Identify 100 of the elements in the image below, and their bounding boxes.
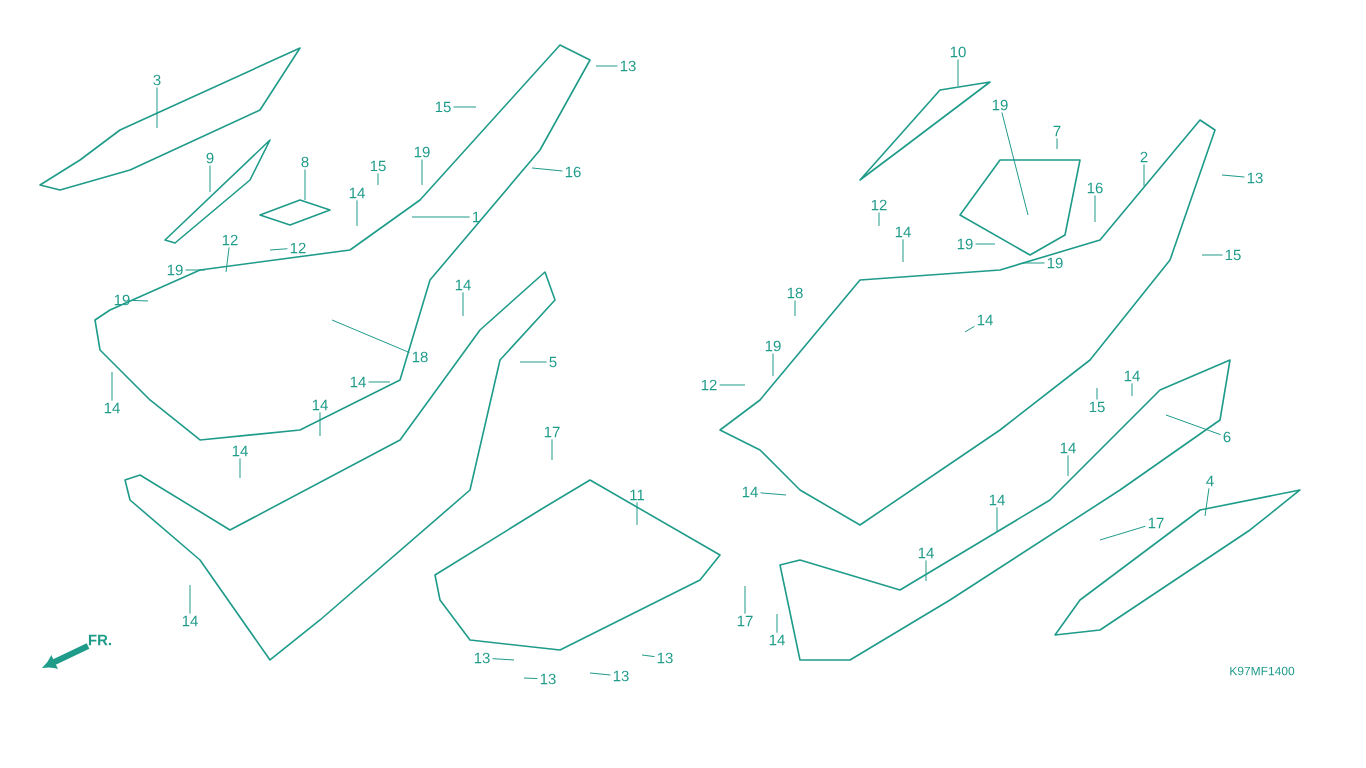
callout-number: 8 [301,156,309,168]
leader-line [744,585,746,615]
leader-line [641,654,655,658]
callout-number: 12 [290,242,306,254]
leader-line [1165,414,1222,436]
callout-number: 13 [540,673,556,685]
callout-number: 12 [871,199,887,211]
leader-line [636,501,638,526]
leader-line [185,269,206,271]
leader-line [957,59,959,87]
callout-number: 14 [1060,442,1076,454]
leader-line [589,672,611,676]
leader-line [319,411,321,437]
callout-number: 19 [992,99,1008,111]
leader-line [421,159,423,186]
leader-line [1201,254,1223,256]
leader-line [551,438,553,461]
callout-number: 14 [895,226,911,238]
drawing-code: K97MF1400 [1230,666,1295,676]
callout-number: 17 [737,615,753,627]
callout-number: 13 [613,670,629,682]
leader-line [964,325,975,333]
leader-line [531,167,563,172]
leader-line [331,319,410,354]
callout-number: 14 [989,494,1005,506]
callout-number: 13 [474,652,490,664]
leader-line [519,361,548,363]
leader-line [269,248,288,251]
callout-number: 19 [1047,257,1063,269]
callout-number: 14 [769,634,785,646]
callout-number: 1 [473,211,480,223]
leader-line [368,381,391,383]
callout-number: 19 [114,294,130,306]
leader-line [189,584,191,615]
leader-line [794,300,796,317]
leader-line [902,238,904,263]
leader-line [1099,525,1146,541]
callout-number: 15 [1225,249,1241,261]
callout-number: 18 [412,351,428,363]
callout-number: 15 [1089,401,1105,413]
callout-number: 13 [620,60,636,72]
callout-number: 14 [312,399,328,411]
callout-number: 14 [742,486,758,498]
callout-number: 9 [206,152,214,164]
leader-line [377,172,379,186]
callout-number: 14 [232,445,248,457]
callout-number: 11 [630,489,645,501]
leader-line [1094,195,1096,223]
callout-number: 17 [544,426,560,438]
leader-line [111,371,113,402]
callout-number: 14 [977,314,993,326]
leader-line [776,613,778,634]
leader-line [772,353,774,377]
leader-line [356,199,358,227]
leader-line [760,492,787,496]
leader-line [411,216,471,218]
callout-number: 19 [414,146,430,158]
leader-line [453,106,477,108]
leader-line [1056,137,1058,150]
callout-number: 12 [222,234,238,246]
leader-line [1001,112,1029,216]
callout-number: 15 [435,101,451,113]
leader-line [719,384,746,386]
leader-line [1096,387,1098,401]
leader-line [462,291,464,317]
callout-number: 14 [349,187,365,199]
leader-line [925,559,927,582]
callout-number: 13 [657,652,673,664]
callout-number: 4 [1206,475,1214,487]
callout-number: 2 [1140,151,1148,163]
leader-line [1204,487,1210,517]
callout-number: 19 [167,264,183,276]
leader-line [1131,382,1133,397]
direction-label: FR. [88,634,112,646]
callout-number: 17 [1148,517,1164,529]
callout-number: 14 [104,402,120,414]
callout-number: 14 [1124,370,1140,382]
callout-number: 13 [1247,172,1263,184]
callout-number: 16 [1087,182,1103,194]
leader-line [1221,174,1245,178]
callout-number: 15 [370,160,386,172]
callout-number: 7 [1053,125,1061,137]
callout-number: 3 [153,74,161,86]
callout-number: 19 [765,340,781,352]
callout-number: 14 [455,279,471,291]
callout-number: 18 [787,287,803,299]
leader-line [239,457,241,479]
callout-number: 10 [950,46,966,58]
leader-line [996,506,998,532]
leader-line [304,169,306,201]
leader-line [878,211,880,227]
leader-line [209,165,211,193]
leader-line [975,243,996,245]
leader-line [595,65,618,67]
callout-number: 5 [549,356,557,368]
leader-line [1067,454,1069,477]
leader-line [523,677,538,680]
leader-line [225,246,230,273]
callout-number: 14 [350,376,366,388]
leader-line [1021,262,1045,264]
